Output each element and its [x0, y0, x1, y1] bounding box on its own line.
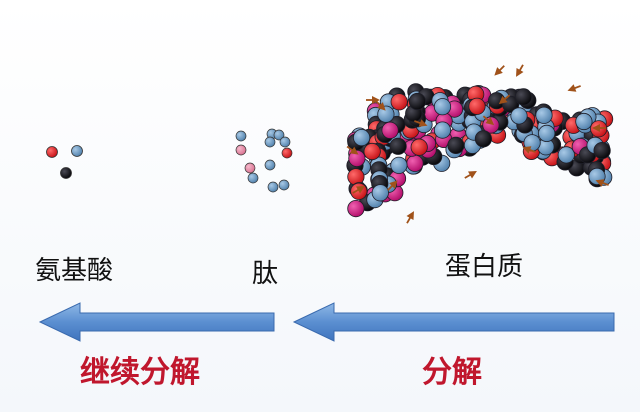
cleavage-marker: [468, 171, 477, 179]
cleavage-marker: [372, 96, 380, 104]
peptide-label: 肽: [252, 259, 279, 289]
cleavage-marker: [389, 180, 398, 189]
protein-ball: [410, 138, 428, 156]
protein-ball: [408, 92, 426, 111]
protein-ball: [482, 116, 500, 134]
protein-ball: [575, 112, 593, 131]
cleavage-marker: [494, 67, 503, 76]
peptide-ball: [264, 136, 276, 148]
protein-ball: [363, 142, 381, 161]
protein-molecule-cluster: [346, 83, 614, 218]
amino-acid-blue-ball: [71, 145, 83, 157]
cleavage-marker-stem: [375, 100, 382, 107]
amino-acid-red-ball: [46, 146, 58, 158]
cleavage-marker-stem: [498, 65, 505, 72]
protein-ball: [557, 146, 575, 164]
cleavage-marker: [522, 146, 532, 154]
cleavage-marker-stem: [482, 115, 490, 122]
cleavage-marker-stem: [528, 148, 536, 153]
cleavage-marker-stem: [387, 184, 394, 191]
peptide-ball: [235, 130, 247, 142]
peptide-ball: [267, 181, 279, 193]
cleavage-marker: [356, 186, 365, 194]
protein-ball: [371, 184, 389, 202]
continue-decompose-label: 继续分解: [80, 355, 200, 390]
protein-ball: [352, 129, 371, 147]
protein-ball: [433, 121, 452, 139]
decompose-label: 分解: [422, 355, 482, 390]
protein-ball: [501, 95, 520, 113]
cleavage-marker: [516, 68, 524, 77]
protein-ball: [468, 97, 486, 115]
cleavage-marker: [485, 116, 495, 126]
cleavage-marker: [592, 124, 600, 132]
peptide-molecules: [235, 128, 293, 193]
cleavage-marker: [567, 84, 577, 92]
peptide-ball: [235, 144, 247, 156]
cleavage-site-markers: [346, 64, 609, 224]
cleavage-marker-stem: [503, 94, 511, 101]
cleavage-marker-stem: [406, 216, 412, 224]
cleavage-marker: [349, 146, 359, 155]
protein-ball: [389, 137, 407, 155]
protein-ball: [433, 98, 452, 116]
amino-acid-molecules: [46, 145, 83, 179]
peptide-ball: [279, 136, 291, 148]
cleavage-marker: [418, 119, 428, 127]
protein-ball: [593, 142, 611, 160]
peptide-ball: [281, 147, 293, 159]
protein-ball: [347, 200, 365, 218]
arrow-to-peptide: [292, 302, 615, 342]
protein-ball: [538, 124, 556, 142]
protein-ball: [535, 106, 553, 124]
cleavage-marker-stem: [346, 145, 354, 152]
peptide-ball: [273, 129, 285, 141]
protein-ball: [377, 105, 395, 123]
cleavage-marker-stem: [464, 173, 472, 179]
cleavage-marker: [406, 211, 414, 220]
protein-ball: [390, 156, 408, 174]
protein-ball: [381, 121, 399, 139]
cleavage-marker: [595, 179, 605, 187]
amino-acid-black-ball: [60, 167, 72, 179]
protein-ball: [406, 154, 424, 172]
peptide-ball: [247, 172, 259, 184]
amino-acid-label: 氨基酸: [35, 256, 114, 286]
cleavage-marker-stem: [352, 188, 360, 194]
protein-ball: [510, 107, 528, 125]
arrow-to-amino-acid: [38, 302, 275, 342]
peptide-ball: [264, 159, 276, 171]
protein-ball: [514, 88, 533, 106]
cleavage-marker-stem: [414, 120, 422, 125]
protein-ball: [390, 93, 408, 111]
protein-ball: [474, 130, 492, 148]
cleavage-marker-stem: [518, 64, 524, 72]
cleavage-marker: [377, 102, 386, 111]
protein-label: 蛋白质: [445, 252, 524, 282]
peptide-ball: [244, 162, 256, 174]
peptide-ball: [278, 179, 290, 191]
protein-ball: [447, 136, 465, 154]
cleavage-marker-stem: [573, 85, 581, 90]
cleavage-marker-stem: [601, 181, 609, 186]
protein-ball: [348, 149, 366, 167]
cleavage-marker: [498, 95, 508, 105]
